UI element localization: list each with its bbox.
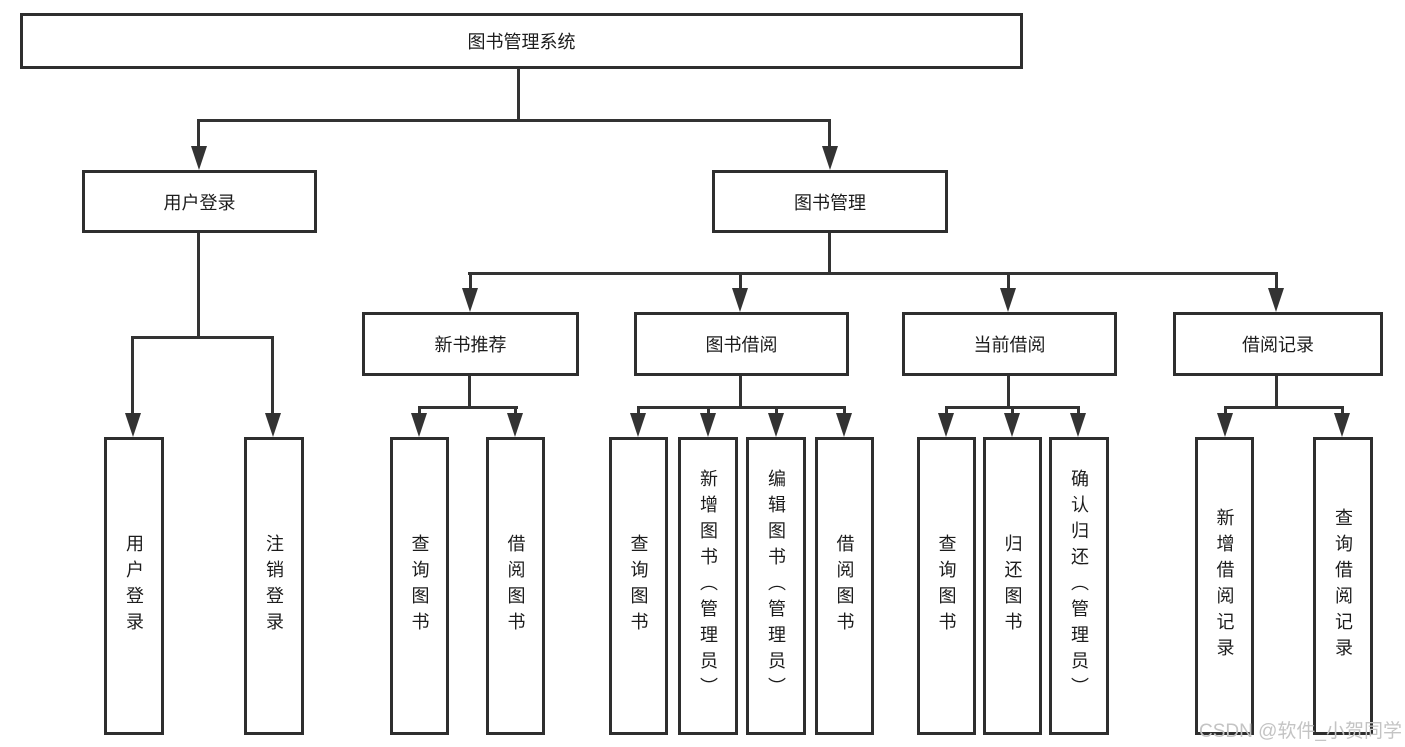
connector-line bbox=[828, 233, 831, 274]
connector-line bbox=[1275, 376, 1278, 408]
connector-line bbox=[843, 406, 846, 418]
connector-line bbox=[1011, 406, 1014, 418]
connector-line bbox=[469, 272, 472, 290]
connector-line bbox=[418, 406, 518, 409]
node-book-borrow: 图书借阅 bbox=[634, 312, 849, 376]
connector-line bbox=[1077, 406, 1080, 418]
connector-line bbox=[707, 406, 710, 418]
arrowhead-down bbox=[265, 413, 281, 437]
leaf-add-borrow-record: 新增借阅记录 bbox=[1195, 437, 1254, 735]
watermark: CSDN @软件_小贺同学 bbox=[1199, 721, 1402, 742]
connector-line bbox=[468, 272, 1278, 275]
node-root: 图书管理系统 bbox=[20, 13, 1023, 69]
connector-line bbox=[1007, 376, 1010, 408]
connector-line bbox=[739, 272, 742, 290]
leaf-query-book-recommend: 查询图书 bbox=[390, 437, 449, 735]
arrowhead-down bbox=[822, 146, 838, 170]
arrowhead-down bbox=[462, 288, 478, 312]
node-user-login: 用户登录 bbox=[82, 170, 317, 233]
connector-line bbox=[198, 119, 831, 122]
arrowhead-down bbox=[700, 413, 716, 437]
connector-line bbox=[468, 376, 471, 408]
connector-line bbox=[637, 406, 640, 418]
arrowhead-down bbox=[1004, 413, 1020, 437]
leaf-logout: 注销登录 bbox=[244, 437, 304, 735]
connector-line bbox=[1275, 272, 1278, 290]
leaf-user-login: 用户登录 bbox=[104, 437, 164, 735]
arrowhead-down bbox=[411, 413, 427, 437]
arrowhead-down bbox=[1334, 413, 1350, 437]
connector-line bbox=[1224, 406, 1227, 418]
connector-line bbox=[197, 233, 200, 338]
connector-line bbox=[739, 376, 742, 408]
connector-line bbox=[828, 119, 831, 151]
arrowhead-down bbox=[938, 413, 954, 437]
leaf-confirm-return-admin: 确认归还（管理员） bbox=[1049, 437, 1109, 735]
connector-line bbox=[418, 406, 421, 418]
connector-line bbox=[514, 406, 517, 418]
arrowhead-down bbox=[1268, 288, 1284, 312]
arrowhead-down bbox=[1000, 288, 1016, 312]
connector-line bbox=[197, 119, 200, 151]
leaf-edit-book-admin: 编辑图书（管理员） bbox=[746, 437, 806, 735]
node-borrow-record: 借阅记录 bbox=[1173, 312, 1383, 376]
leaf-borrow-book-recommend: 借阅图书 bbox=[486, 437, 545, 735]
node-book-management: 图书管理 bbox=[712, 170, 948, 233]
node-current-borrow: 当前借阅 bbox=[902, 312, 1117, 376]
arrowhead-down bbox=[732, 288, 748, 312]
connector-line bbox=[131, 336, 134, 416]
arrowhead-down bbox=[768, 413, 784, 437]
arrowhead-down bbox=[1217, 413, 1233, 437]
leaf-add-book-admin: 新增图书（管理员） bbox=[678, 437, 738, 735]
arrowhead-down bbox=[630, 413, 646, 437]
connector-line bbox=[132, 336, 274, 339]
connector-line bbox=[945, 406, 948, 418]
arrowhead-down bbox=[125, 413, 141, 437]
connector-line bbox=[775, 406, 778, 418]
leaf-borrow-book: 借阅图书 bbox=[815, 437, 874, 735]
arrowhead-down bbox=[836, 413, 852, 437]
leaf-query-book-borrow: 查询图书 bbox=[609, 437, 668, 735]
arrowhead-down bbox=[507, 413, 523, 437]
leaf-query-book-current: 查询图书 bbox=[917, 437, 976, 735]
connector-line bbox=[1341, 406, 1344, 418]
connector-line bbox=[637, 406, 846, 409]
arrowhead-down bbox=[1070, 413, 1086, 437]
arrowhead-down bbox=[191, 146, 207, 170]
node-new-book-recommend: 新书推荐 bbox=[362, 312, 579, 376]
connector-line bbox=[1224, 406, 1344, 409]
leaf-return-book: 归还图书 bbox=[983, 437, 1042, 735]
leaf-query-borrow-record: 查询借阅记录 bbox=[1313, 437, 1373, 735]
connector-line bbox=[271, 336, 274, 416]
connector-line bbox=[1007, 272, 1010, 290]
connector-line bbox=[517, 68, 520, 121]
